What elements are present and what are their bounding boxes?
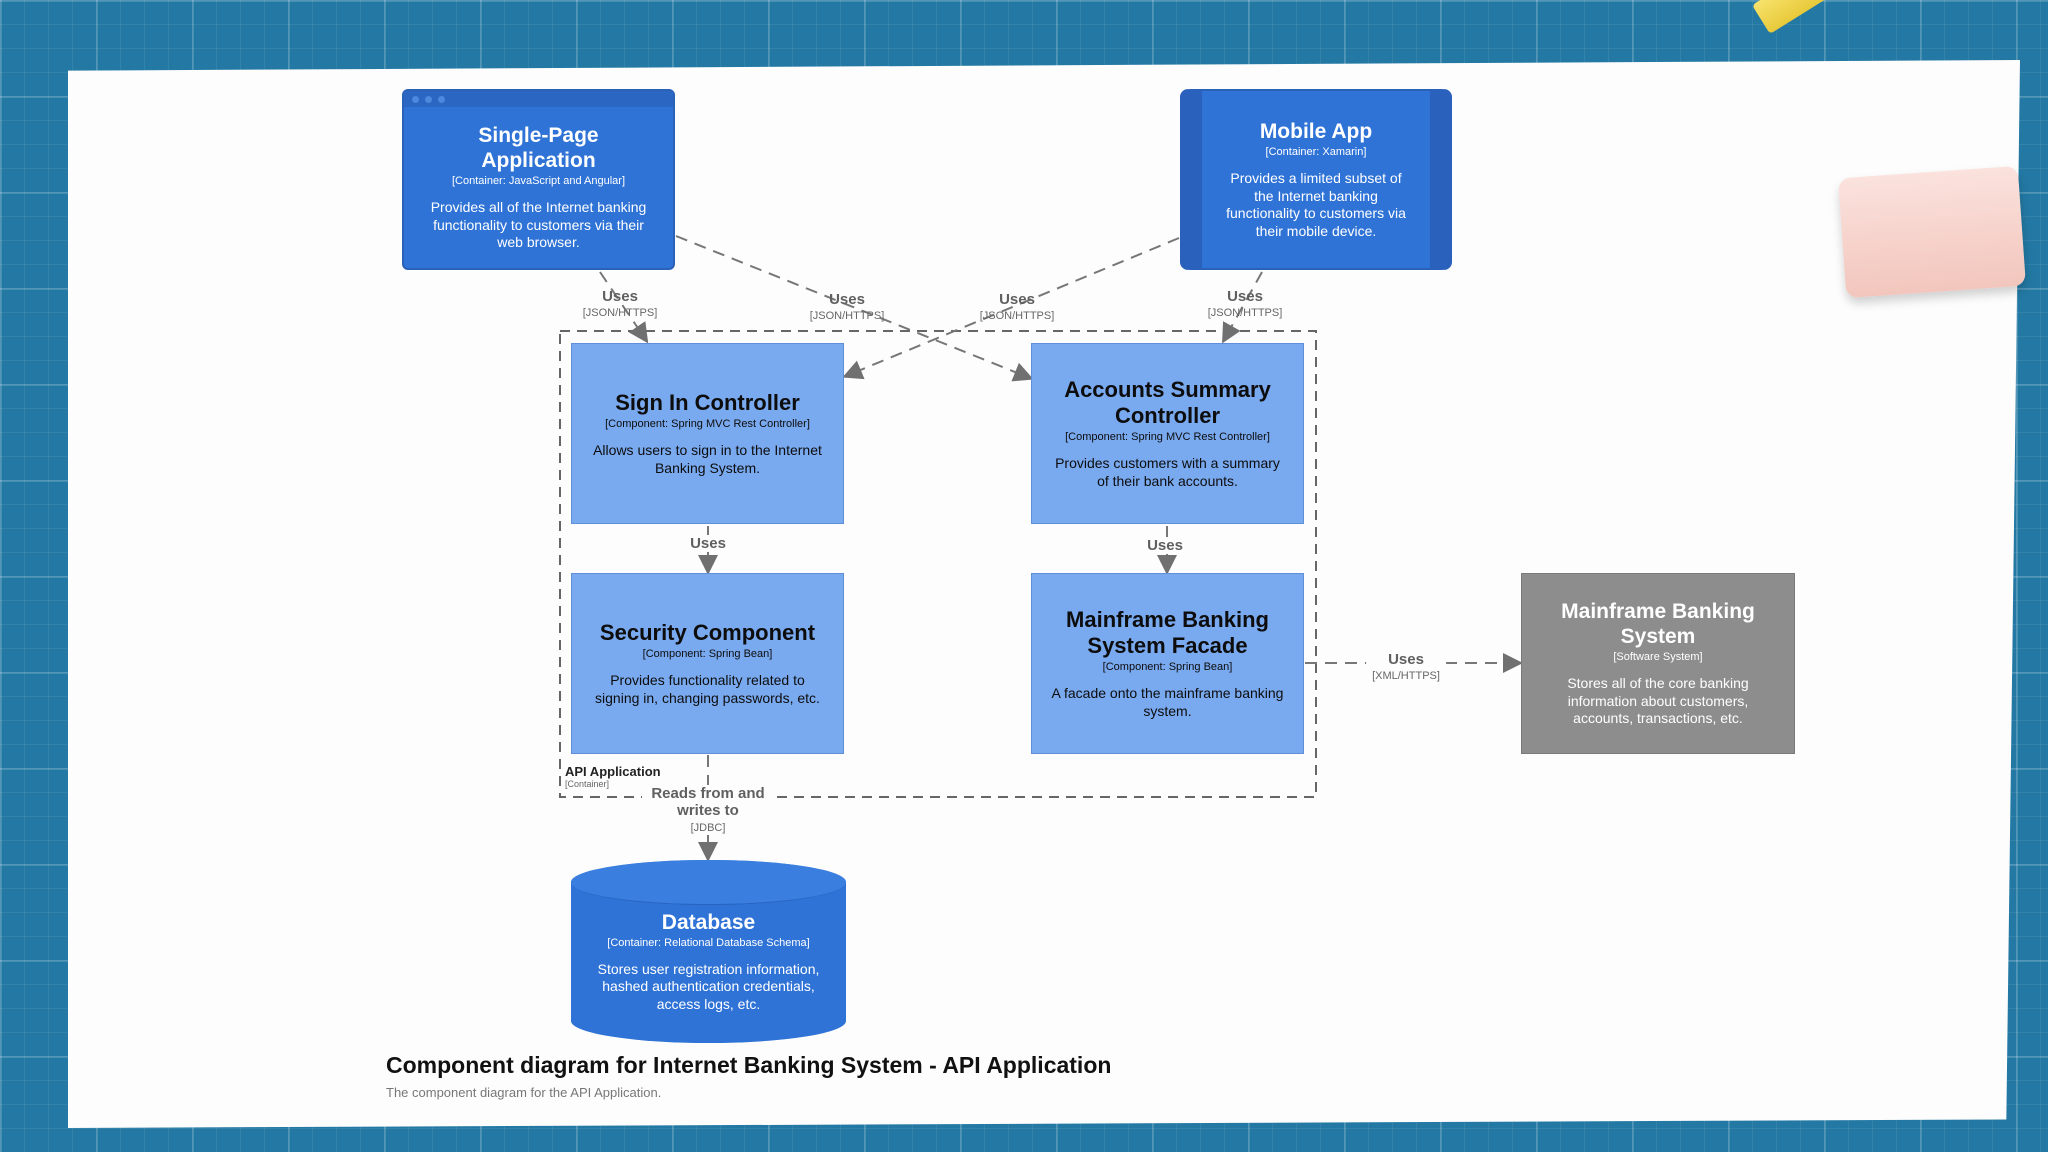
sign-in-controller-node: Sign In Controller [Component: Spring MV… xyxy=(571,343,844,524)
edge-verb: Uses xyxy=(999,291,1035,308)
node-technology: [Software System] xyxy=(1613,651,1703,664)
edge-verb: Reads from and writes to xyxy=(651,785,765,820)
edge-protocol: [JSON/HTTPS] xyxy=(582,307,658,320)
mobile-app-node: Mobile App [Container: Xamarin] Provides… xyxy=(1180,89,1452,270)
node-description: Stores user registration information, ha… xyxy=(597,960,820,1012)
single-page-application-node: Single-Page Application [Container: Java… xyxy=(402,89,675,270)
node-title: Sign In Controller xyxy=(615,389,800,415)
database-node: Database [Container: Relational Database… xyxy=(571,860,846,1043)
node-title: Security Component xyxy=(599,619,816,645)
node-title: Single-Page Application xyxy=(478,124,599,173)
edge-label-mobile-signin: Uses [JSON/HTTPS] xyxy=(980,291,1055,322)
node-description: Provides functionality related to signin… xyxy=(595,672,820,706)
diagram-title: Component diagram for Internet Banking S… xyxy=(386,1052,1112,1078)
edge-label-spa-accounts: Uses [JSON/HTTPS] xyxy=(810,291,885,322)
node-technology: [Component: Spring Bean] xyxy=(1102,661,1233,674)
node-technology: [Container: Relational Database Schema] xyxy=(607,936,810,949)
edge-protocol: [JSON/HTTPS] xyxy=(809,310,885,323)
node-description: Provides all of the Internet banking fun… xyxy=(430,199,647,251)
edge-label-security-database: Reads from and writes to [JDBC] xyxy=(642,785,774,834)
mainframe-banking-system-node: Mainframe Banking System [Software Syste… xyxy=(1521,573,1795,754)
edge-label-spa-signin: Uses [JSON/HTTPS] xyxy=(583,288,658,319)
edge-protocol: [JDBC] xyxy=(690,821,726,834)
browser-window-bar xyxy=(404,91,673,107)
mainframe-banking-system-facade-node: Mainframe Banking System Facade [Compone… xyxy=(1031,573,1304,754)
boundary-type: [Container] xyxy=(565,779,610,789)
edge-label-signin-security: Uses xyxy=(686,535,730,553)
node-technology: [Container: Xamarin] xyxy=(1265,146,1367,159)
diagram-subtitle: The component diagram for the API Applic… xyxy=(386,1085,662,1100)
edge-verb: Uses xyxy=(602,288,638,305)
node-description: Stores all of the core banking informati… xyxy=(1567,675,1749,727)
security-component-node: Security Component [Component: Spring Be… xyxy=(571,573,844,754)
node-title: Accounts Summary Controller xyxy=(1064,376,1271,428)
boundary-label: API Application [Container] xyxy=(565,764,661,789)
edge-protocol: [JSON/HTTPS] xyxy=(1207,307,1283,320)
node-technology: [Container: JavaScript and Angular] xyxy=(451,175,626,188)
edge-verb: Uses xyxy=(1388,651,1424,668)
node-technology: [Component: Spring MVC Rest Controller] xyxy=(605,418,810,431)
edge-verb: Uses xyxy=(829,291,865,308)
pencil-decoration xyxy=(1751,0,1966,34)
node-title: Mainframe Banking System xyxy=(1561,600,1755,649)
edge-label-facade-mainframe: Uses [XML/HTTPS] xyxy=(1366,651,1446,683)
node-description: Provides customers with a summary of the… xyxy=(1055,455,1280,489)
node-description: Provides a limited subset of the Interne… xyxy=(1226,170,1406,239)
node-technology: [Component: Spring Bean] xyxy=(642,648,773,661)
edge-label-accounts-facade: Uses xyxy=(1143,537,1187,555)
node-description: Allows users to sign in to the Internet … xyxy=(593,442,822,476)
edge-verb: Uses xyxy=(690,535,726,552)
edge-verb: Uses xyxy=(1227,288,1263,305)
node-technology: [Component: Spring MVC Rest Controller] xyxy=(1065,431,1270,444)
accounts-summary-controller-node: Accounts Summary Controller [Component: … xyxy=(1031,343,1304,524)
node-title: Mobile App xyxy=(1259,119,1373,143)
eraser-decoration xyxy=(1838,165,2026,299)
edge-label-mobile-accounts: Uses [JSON/HTTPS] xyxy=(1208,288,1283,319)
diagram-caption: Component diagram for Internet Banking S… xyxy=(386,1052,1111,1100)
edge-verb: Uses xyxy=(1147,537,1183,554)
boundary-name: API Application xyxy=(565,764,661,779)
node-title: Mainframe Banking System Facade xyxy=(1066,606,1269,658)
edge-protocol: [XML/HTTPS] xyxy=(1372,670,1440,683)
edge-protocol: [JSON/HTTPS] xyxy=(979,310,1055,323)
node-title: Database xyxy=(661,910,756,934)
node-description: A facade onto the mainframe banking syst… xyxy=(1051,685,1284,719)
